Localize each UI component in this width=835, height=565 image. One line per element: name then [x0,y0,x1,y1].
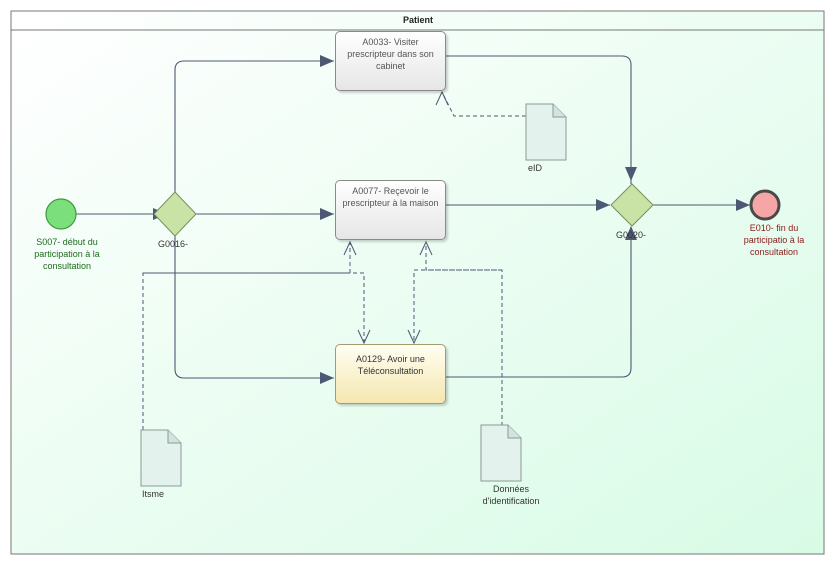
assoc-donnees-to-a0129 [413,269,502,343]
data-object-eid-icon[interactable] [525,103,567,161]
gateway-g0016-icon[interactable] [153,191,197,237]
start-event-label: S007- début du participation à la consul… [34,237,100,271]
association-open-arrows [343,90,449,345]
open-arrow [407,329,421,345]
open-arrow [357,329,371,345]
data-object-donnees-label: Données d'identification [482,484,540,506]
pool-title: Patient [402,15,433,25]
arrowhead [320,55,334,67]
pool-patient [10,10,825,555]
arrowhead [320,208,334,220]
task-a0033[interactable]: A0033- Visiter prescripteur dans son cab… [335,31,446,91]
assoc-donnees-to-a0077 [425,242,503,426]
open-arrow [435,90,449,106]
task-a0129[interactable]: A0129- Avoir une Téléconsultation [335,344,446,404]
arrowhead [736,199,750,211]
flow-g0016-to-a0129 [174,236,334,379]
sequence-flows [76,55,750,379]
data-object-itsme-label: Itsme [141,489,164,499]
end-event-label: E010- fin du participatio à la consultat… [743,223,805,257]
assoc-eid-to-a0033 [441,91,526,117]
assoc-itsme-to-a0129 [143,272,365,343]
data-associations [142,91,526,430]
flow-a0129-to-g0020 [446,227,632,378]
arrowhead [320,372,334,384]
assoc-itsme-to-a0077 [142,242,351,430]
task-a0077[interactable]: A0077- Reçevoir le prescripteur à la mai… [335,180,446,240]
arrowhead [625,167,637,181]
data-object-itsme-icon[interactable] [140,429,182,487]
end-event-icon[interactable] [749,189,781,221]
open-arrow [343,240,357,256]
flow-a0033-to-g0020 [446,55,632,184]
gateway-g0020-label: G0020- [615,230,647,240]
arrowhead [625,226,637,240]
arrowhead [596,199,610,211]
start-event-icon[interactable] [45,198,77,230]
flow-g0016-to-a0033 [174,60,334,192]
open-arrow [419,240,433,256]
gateway-g0020-icon[interactable] [610,183,654,227]
gateway-g0016-label: G0016- [157,239,189,249]
data-object-eid-label: eID [527,163,542,173]
data-object-donnees-icon[interactable] [480,424,522,482]
